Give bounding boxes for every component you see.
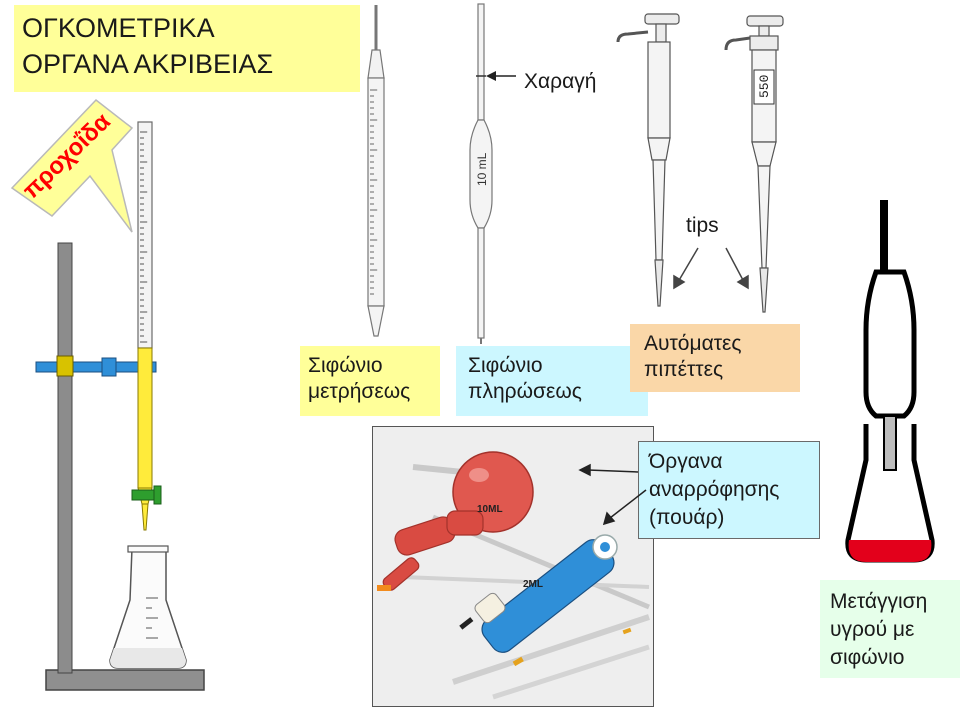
auto-pipettes-label-box: Αυτόματες πιπέττες	[630, 324, 800, 392]
tips-label: tips	[686, 214, 719, 237]
engraving-arrow	[486, 71, 516, 81]
transfer-label-line-3: σιφώνιο	[830, 646, 905, 669]
auto-pipette-1	[616, 13, 680, 307]
measuring-pipette-label-line-2: μετρήσεως	[308, 380, 411, 403]
transfer-label-box: Μετάγγιση υγρού με σιφώνιο	[820, 580, 960, 678]
erlenmeyer-flask	[109, 545, 187, 669]
volumetric-pipette-label-box: Σιφώνιο πληρώσεως	[456, 346, 648, 416]
title-box: ΟΓΚΟΜΕΤΡΙΚΑ ΟΡΓΑΝΑ ΑΚΡΙΒΕΙΑΣ	[14, 5, 360, 92]
auto-pipette-2: 550	[724, 15, 784, 313]
suction-devices-drawing: 10ML 2ML	[373, 427, 653, 706]
suction-devices-label-box: Όργανα αναρρόφησης (πουάρ)	[638, 441, 820, 539]
transfer-label-line-2: υγρού με	[830, 618, 915, 641]
measuring-pipette-label-box: Σιφώνιο μετρήσεως	[300, 346, 440, 416]
title-line-2: ΟΡΓΑΝΑ ΑΚΡΙΒΕΙΑΣ	[22, 49, 274, 79]
measuring-pipette-label-line-1: Σιφώνιο	[308, 354, 383, 377]
pump-marking: 2ML	[523, 579, 543, 590]
volumetric-pipette: 10 mL	[469, 3, 493, 344]
transfer-label-line-1: Μετάγγιση	[830, 590, 928, 613]
auto-pipettes-label-line-1: Αυτόματες	[644, 332, 742, 355]
suction-label-line-2: αναρρόφησης	[649, 478, 780, 501]
volumetric-pipette-label-line-1: Σιφώνιο	[468, 354, 543, 377]
engraving-label: Χαραγή	[524, 70, 596, 93]
volumetric-pipette-label-line-2: πληρώσεως	[468, 380, 582, 403]
measuring-pipette	[367, 5, 385, 337]
bulb-marking: 10ML	[477, 504, 503, 515]
burette	[131, 121, 162, 531]
suction-devices-photo: 10ML 2ML	[372, 426, 654, 707]
suction-label-line-1: Όργανα	[649, 450, 723, 473]
burette-callout: προχοΐδα	[10, 98, 134, 233]
transfer-apparatus	[845, 200, 935, 563]
title-line-1: ΟΓΚΟΜΕΤΡΙΚΑ	[22, 13, 215, 43]
tips-arrows	[673, 247, 749, 290]
volumetric-pipette-marking: 10 mL	[475, 152, 489, 186]
auto-pipettes-label-line-2: πιπέττες	[644, 358, 724, 381]
burette-stand	[35, 242, 205, 691]
auto-pipette-display: 550	[757, 75, 772, 98]
suction-label-line-3: (πουάρ)	[649, 506, 725, 529]
